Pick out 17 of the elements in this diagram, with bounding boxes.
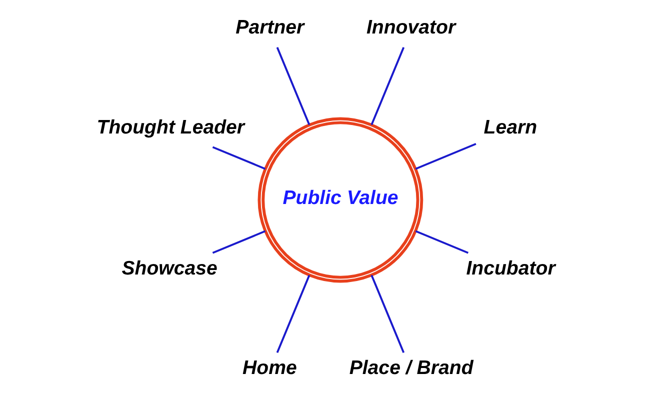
node-text: Home bbox=[242, 357, 297, 380]
node-text: Incubator bbox=[466, 257, 556, 280]
connector bbox=[370, 274, 405, 353]
connector bbox=[415, 230, 469, 254]
connector bbox=[212, 230, 266, 254]
node-circle: Public Value bbox=[258, 117, 424, 283]
connector bbox=[212, 146, 266, 170]
node-text: Thought Leader bbox=[96, 116, 245, 138]
node-text: Place / Brand bbox=[349, 357, 474, 380]
connector bbox=[276, 47, 310, 126]
node-text: Partner bbox=[236, 16, 304, 39]
connector bbox=[415, 142, 476, 170]
node-text: Innovator bbox=[366, 16, 456, 39]
connector bbox=[370, 47, 405, 126]
node-text: Learn bbox=[484, 116, 538, 138]
connector bbox=[276, 274, 310, 353]
node-text: Showcase bbox=[122, 257, 218, 280]
